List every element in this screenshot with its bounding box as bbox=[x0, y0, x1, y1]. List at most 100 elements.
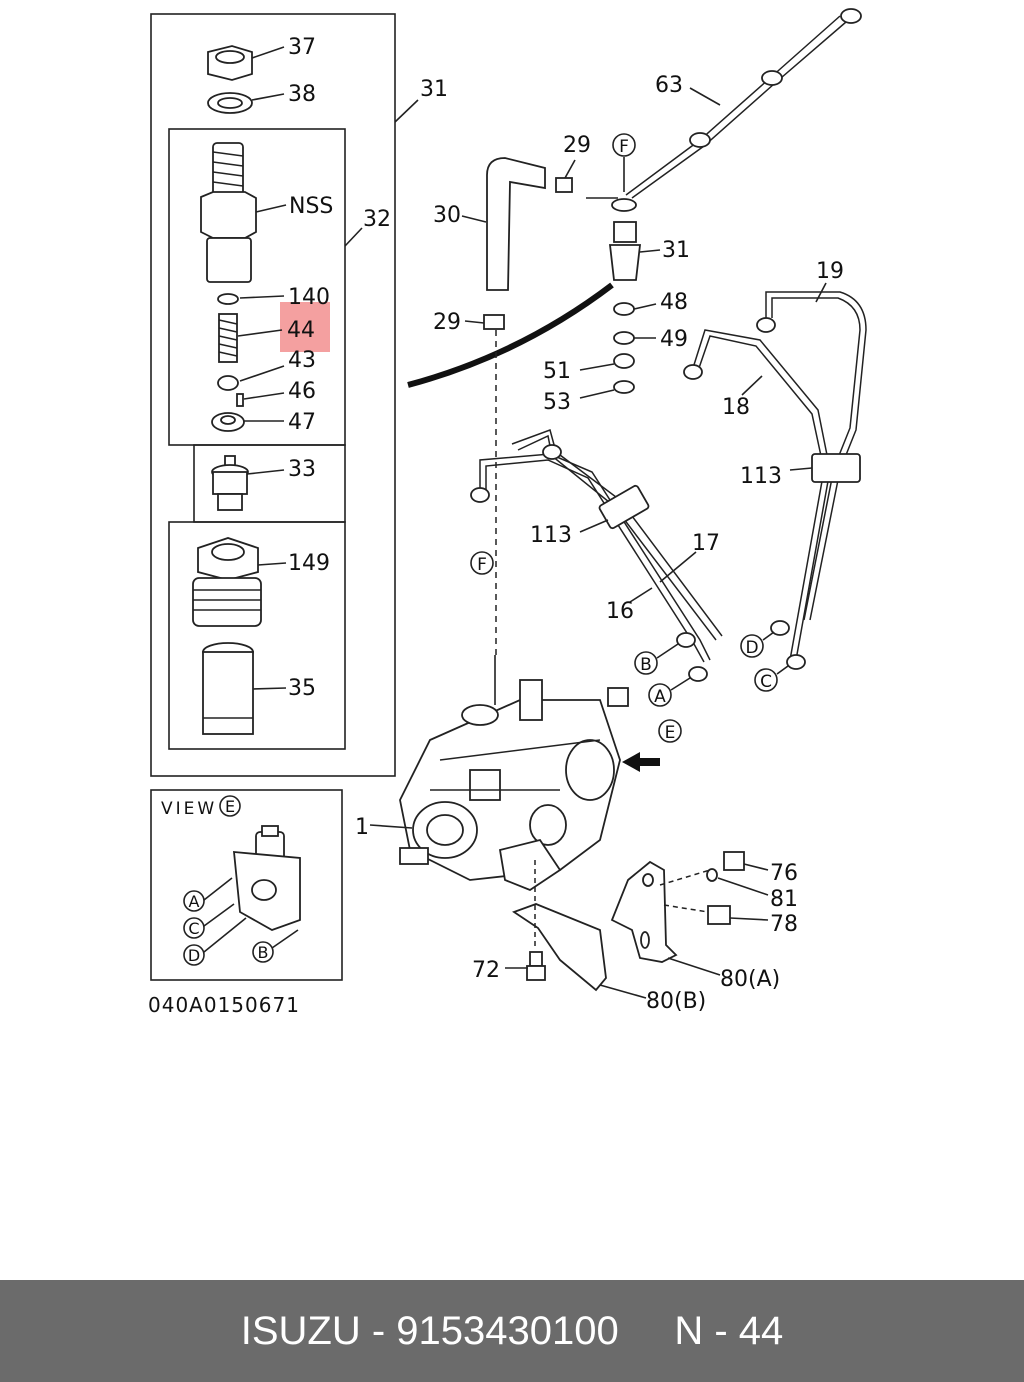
svg-text:C: C bbox=[188, 919, 199, 938]
spring-44 bbox=[218, 313, 283, 363]
washer-38 bbox=[207, 92, 285, 114]
part-53 bbox=[613, 380, 635, 394]
view-e-frame bbox=[150, 789, 343, 981]
clip-29b bbox=[483, 314, 505, 330]
circle-a1: A bbox=[648, 683, 672, 707]
pipe-63 bbox=[625, 8, 862, 199]
circle-vc: C bbox=[183, 917, 205, 939]
label-nss: NSS bbox=[289, 194, 333, 219]
label-30: 30 bbox=[433, 203, 461, 228]
svg-text:F: F bbox=[619, 137, 629, 157]
injection-pump-1 bbox=[369, 655, 629, 892]
washer-140 bbox=[217, 293, 239, 305]
label-38: 38 bbox=[288, 82, 316, 107]
view-e-title: VIEW bbox=[161, 799, 217, 819]
nut-35 bbox=[202, 642, 287, 735]
injector-31 bbox=[608, 198, 661, 281]
label-18: 18 bbox=[722, 395, 750, 420]
label-80b: 80(B) bbox=[646, 989, 706, 1014]
bracket-80a bbox=[610, 860, 721, 976]
pin-46 bbox=[236, 393, 244, 407]
pipes-18-19 bbox=[683, 282, 867, 670]
circle-va: A bbox=[183, 890, 205, 912]
highlight-box bbox=[280, 302, 330, 352]
bolt-72 bbox=[505, 951, 546, 981]
clip-29a bbox=[555, 177, 573, 193]
label-16: 16 bbox=[606, 599, 634, 624]
label-51: 51 bbox=[543, 359, 571, 384]
bracket-80b bbox=[512, 903, 647, 999]
retaining-nut-149 bbox=[192, 537, 287, 627]
injector-assembly-frame bbox=[150, 13, 396, 777]
label-35: 35 bbox=[288, 676, 316, 701]
circle-vb: B bbox=[252, 941, 274, 963]
footer-part-number: 9153430100 bbox=[396, 1308, 619, 1353]
label-29a: 29 bbox=[563, 133, 591, 158]
label-80a: 80(A) bbox=[720, 967, 780, 992]
label-140: 140 bbox=[288, 285, 330, 310]
svg-text:A: A bbox=[189, 892, 200, 911]
label-31a: 31 bbox=[420, 77, 448, 102]
bolts-76-81-78 bbox=[659, 851, 769, 925]
footer-gap bbox=[619, 1309, 675, 1354]
label-49: 49 bbox=[660, 327, 688, 352]
label-19: 19 bbox=[816, 259, 844, 284]
label-113b: 113 bbox=[530, 523, 572, 548]
washer-48 bbox=[613, 302, 635, 316]
pipes-16-17 bbox=[470, 429, 723, 682]
retaining-nut-frame bbox=[168, 521, 346, 750]
circle-f2: F bbox=[470, 551, 494, 575]
label-44: 44 bbox=[287, 318, 315, 343]
label-1: 1 bbox=[355, 815, 369, 840]
label-29b: 29 bbox=[433, 310, 461, 335]
circle-view-e: E bbox=[219, 795, 241, 817]
nozzle-33 bbox=[211, 455, 285, 511]
parts-diagram: 37 38 31 NSS 32 140 44 43 46 47 33 149 3… bbox=[148, 8, 867, 1017]
footer-bar: ISUZU - 9153430100 N - 44 bbox=[0, 1280, 1024, 1382]
circle-d1: D bbox=[740, 634, 764, 658]
spring-seat-43 bbox=[217, 375, 239, 391]
nozzle-holder-nss bbox=[200, 142, 287, 283]
footer-ref: N - 44 bbox=[674, 1308, 784, 1353]
return-pipe bbox=[407, 282, 614, 388]
circle-e1: E bbox=[658, 719, 682, 743]
label-46: 46 bbox=[288, 379, 316, 404]
svg-text:F: F bbox=[477, 555, 487, 575]
part-49 bbox=[613, 331, 635, 345]
footer-sep: - bbox=[360, 1308, 397, 1353]
view-arrow-e bbox=[622, 752, 660, 772]
drawing-code: 040A0150671 bbox=[148, 993, 300, 1017]
svg-text:A: A bbox=[654, 687, 666, 707]
label-47: 47 bbox=[288, 410, 316, 435]
leak-off-hose-30 bbox=[461, 157, 546, 291]
label-72: 72 bbox=[472, 958, 500, 983]
label-63: 63 bbox=[655, 73, 683, 98]
nut-37 bbox=[207, 45, 285, 81]
circle-vd: D bbox=[183, 944, 205, 966]
label-31b: 31 bbox=[662, 238, 690, 263]
svg-text:C: C bbox=[760, 672, 772, 692]
label-17: 17 bbox=[692, 531, 720, 556]
circle-b1: B bbox=[634, 651, 658, 675]
part-51 bbox=[613, 353, 635, 369]
label-32: 32 bbox=[363, 207, 391, 232]
label-81: 81 bbox=[770, 887, 798, 912]
label-78: 78 bbox=[770, 912, 798, 937]
svg-text:B: B bbox=[258, 943, 269, 962]
circle-c1: C bbox=[754, 668, 778, 692]
label-48: 48 bbox=[660, 290, 688, 315]
view-e-detail bbox=[203, 825, 301, 953]
svg-text:B: B bbox=[640, 655, 652, 675]
svg-text:E: E bbox=[225, 797, 235, 816]
svg-text:D: D bbox=[745, 638, 758, 658]
label-43: 43 bbox=[288, 348, 316, 373]
label-53: 53 bbox=[543, 390, 571, 415]
label-149: 149 bbox=[288, 551, 330, 576]
label-76: 76 bbox=[770, 861, 798, 886]
svg-text:E: E bbox=[665, 723, 676, 743]
svg-text:D: D bbox=[188, 946, 200, 965]
label-113a: 113 bbox=[740, 464, 782, 489]
distance-piece-47 bbox=[211, 412, 284, 432]
footer-brand: ISUZU bbox=[240, 1308, 361, 1353]
label-37: 37 bbox=[288, 35, 316, 60]
